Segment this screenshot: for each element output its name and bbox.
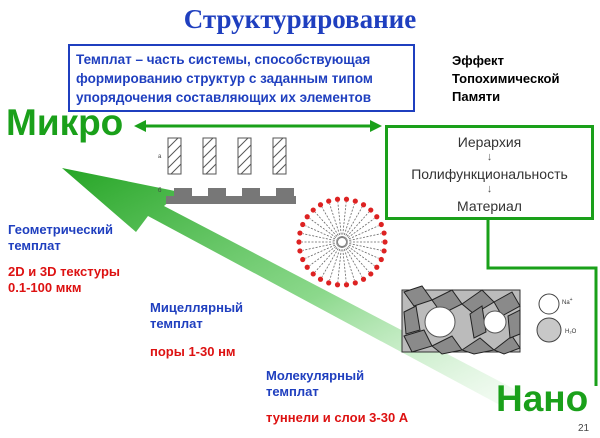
nano-label: Нано <box>496 378 589 419</box>
geometric-template-icon: а б <box>158 137 296 204</box>
na-label: Na+ <box>562 297 573 306</box>
effect-line: Памяти <box>452 89 501 104</box>
molecular-template-label: Молекулярный темплат туннели и слои 3-30… <box>266 368 408 426</box>
template-name: Молекулярный <box>266 368 365 383</box>
molecular-framework-icon: Na+ H₂O <box>401 285 577 355</box>
water-label: H₂O <box>565 329 577 335</box>
hierarchy-box: Иерархия ↓ Полифункциональность ↓ Матери… <box>385 125 594 220</box>
slide-number: 21 <box>578 423 590 434</box>
template-name: Геометрический <box>8 222 114 237</box>
definition-line: формированию структур с заданным типом <box>76 71 373 86</box>
definition-box: Темплат – часть системы, способствующая … <box>68 44 415 112</box>
micellar-template-label: Мицеллярный темплат поры 1-30 нм <box>150 300 243 360</box>
template-name: темплат <box>150 316 203 331</box>
template-name: темплат <box>8 238 61 253</box>
hierarchy-item: Иерархия <box>457 134 522 150</box>
template-size: туннели и слои 3-30 А <box>266 410 409 425</box>
template-size: 0.1-100 мкм <box>8 280 82 295</box>
down-arrow-icon: ↓ <box>486 183 493 195</box>
effect-label: Эффект Топохимической Памяти <box>452 52 592 106</box>
template-name: Мицеллярный <box>150 300 244 315</box>
effect-line: Эффект <box>452 53 504 68</box>
template-name: темплат <box>266 384 319 399</box>
effect-line: Топохимической <box>452 71 560 86</box>
geometric-template-label: Геометрический темплат 2D и 3D текстуры … <box>8 222 120 296</box>
panel-b-label: б <box>158 188 162 194</box>
definition-line: Темплат – часть системы, способствующая <box>76 52 371 67</box>
micelle-icon <box>296 196 388 288</box>
template-size: поры 1-30 нм <box>150 344 236 359</box>
template-size: 2D и 3D текстуры <box>8 264 121 279</box>
connector-lines <box>486 220 598 386</box>
page-title: Структурирование <box>183 4 417 34</box>
double-arrow-icon <box>134 120 382 132</box>
down-arrow-icon: ↓ <box>486 151 493 163</box>
micro-label: Микро <box>6 102 124 143</box>
panel-a-label: а <box>158 154 162 160</box>
hierarchy-item: Полифункциональность <box>411 166 568 182</box>
definition-line: упорядочения составляющих их элементов <box>76 90 372 105</box>
hierarchy-item: Материал <box>457 198 522 214</box>
